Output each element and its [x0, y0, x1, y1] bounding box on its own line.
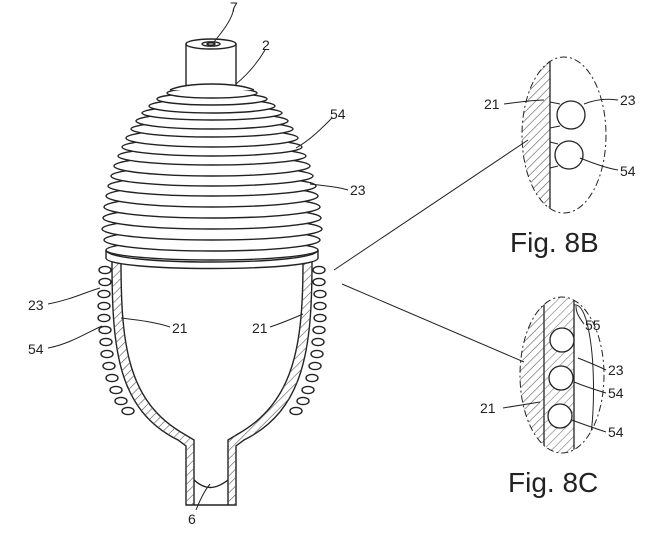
- ref-8b-54: 54: [620, 163, 636, 179]
- ref-8c-54b: 54: [608, 424, 624, 440]
- ref-8c-55: 55: [585, 317, 601, 333]
- neck-tube: [185, 38, 237, 87]
- ref-6: 6: [188, 511, 196, 527]
- detail-connectors: [333, 139, 529, 363]
- ref-23-left: 23: [28, 297, 44, 313]
- ref-54-left: 54: [28, 341, 44, 357]
- cup-wall: [111, 261, 313, 506]
- main-body: [97, 38, 327, 506]
- ref-7: 7: [230, 0, 238, 15]
- ref-23-right: 23: [350, 182, 366, 198]
- ref-21-left: 21: [172, 320, 188, 336]
- ref-8c-23: 23: [608, 362, 624, 378]
- reference-numerals: 7 2 54 23 23 21 21 54 6 21 23 54 55 23 5…: [28, 0, 636, 527]
- ref-8c-21: 21: [480, 400, 496, 416]
- ref-8b-21: 21: [484, 96, 500, 112]
- ref-8b-23: 23: [620, 92, 636, 108]
- ribbed-dome: [101, 83, 323, 270]
- ref-2: 2: [262, 37, 270, 53]
- detail-8b: [503, 56, 619, 214]
- ref-8c-54a: 54: [608, 385, 624, 401]
- ref-21-right: 21: [252, 320, 268, 336]
- bumps-left: [97, 265, 135, 416]
- bumps-right: [289, 265, 327, 416]
- ref-54-top: 54: [330, 106, 346, 122]
- leaders-main: [47, 11, 349, 511]
- caption-fig-8b: Fig. 8B: [510, 227, 599, 258]
- caption-fig-8c: Fig. 8C: [508, 467, 598, 498]
